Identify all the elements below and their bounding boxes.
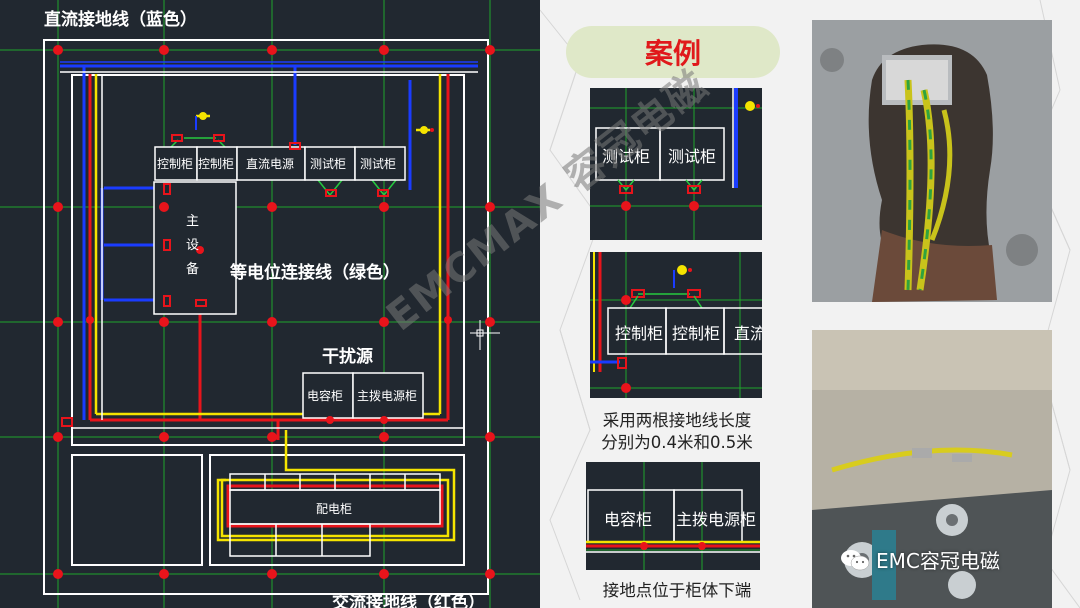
caption-ground-wire-lengths: 采用两根接地线长度 分别为0.4米和0.5米 [580, 410, 774, 454]
cabinet-test-2: 测试柜 [360, 157, 397, 171]
case-thumb-bottom-ground: 电容柜 主拨电源柜 [586, 462, 760, 570]
cabinet-capacitor: 电容柜 [307, 389, 344, 403]
white-wires [60, 71, 478, 429]
wechat-icon [841, 549, 870, 570]
cabinet-control-1: 控制柜 [157, 157, 194, 171]
dc-ground-label: 直流接地线（蓝色） [44, 10, 197, 30]
photo-ground-wire-concrete [812, 20, 1052, 302]
terminal-blocks [61, 134, 389, 427]
cabinet-control-2: 控制柜 [198, 157, 235, 171]
cabinet-main-power: 主拨电源柜 [357, 389, 418, 403]
thumb3-main-power: 主拨电源柜 [676, 510, 757, 529]
brand-watermark: EMC容冠电磁 [840, 545, 1000, 574]
case-title: 案例 [644, 37, 701, 70]
interference-source-label: 干扰源 [322, 347, 373, 367]
cabinet-boxes [153, 146, 441, 557]
cad-cursor [470, 320, 500, 350]
photo-ground-wire-trench [812, 330, 1052, 608]
main-grounding-diagram: 控制柜 控制柜 直流电源 测试柜 测试柜 主设备 电容柜 主拨电源柜 配电柜 直… [0, 0, 540, 608]
thumb1-test-2: 测试柜 [668, 147, 717, 166]
thumb2-control-2: 控制柜 [672, 324, 721, 343]
caption-line-1: 采用两根接地线长度 [602, 411, 752, 430]
thumb2-control-1: 控制柜 [615, 324, 664, 343]
thumb1-test-1: 测试柜 [602, 147, 651, 166]
cabinet-distribution: 配电柜 [316, 502, 353, 516]
yellow-wires [94, 74, 456, 542]
yellow-ground-markers [195, 112, 434, 134]
dc-ground-wires [60, 61, 478, 420]
caption-ground-point-bottom: 接地点位于柜体下端 [602, 581, 752, 600]
caption-line-2: 分别为0.4米和0.5米 [601, 433, 753, 452]
brand-watermark-text: EMC容冠电磁 [876, 549, 1000, 573]
ground-point-markers [53, 45, 495, 579]
equipotential-label: 等电位连接线（绿色） [230, 263, 400, 283]
thumb2-dc-partial: 直流 [734, 324, 762, 343]
case-thumb-control-cabinets: 控制柜 控制柜 直流 [590, 252, 762, 398]
cabinet-test-1: 测试柜 [310, 157, 347, 171]
room-walls [43, 39, 489, 595]
thumb3-capacitor: 电容柜 [604, 510, 653, 529]
cabinet-main-equipment: 主设备 [186, 214, 200, 277]
case-title-pill: 案例 [566, 26, 780, 78]
cabinet-dc-power: 直流电源 [246, 157, 295, 171]
ac-ground-wires [88, 74, 450, 528]
case-thumb-test-cabinets: 测试柜 测试柜 [590, 88, 762, 240]
ac-ground-label: 交流接地线（红色） [332, 593, 485, 608]
case-panel: 案例 测试柜 测试柜 [540, 0, 1080, 608]
cad-drawing [0, 0, 540, 608]
